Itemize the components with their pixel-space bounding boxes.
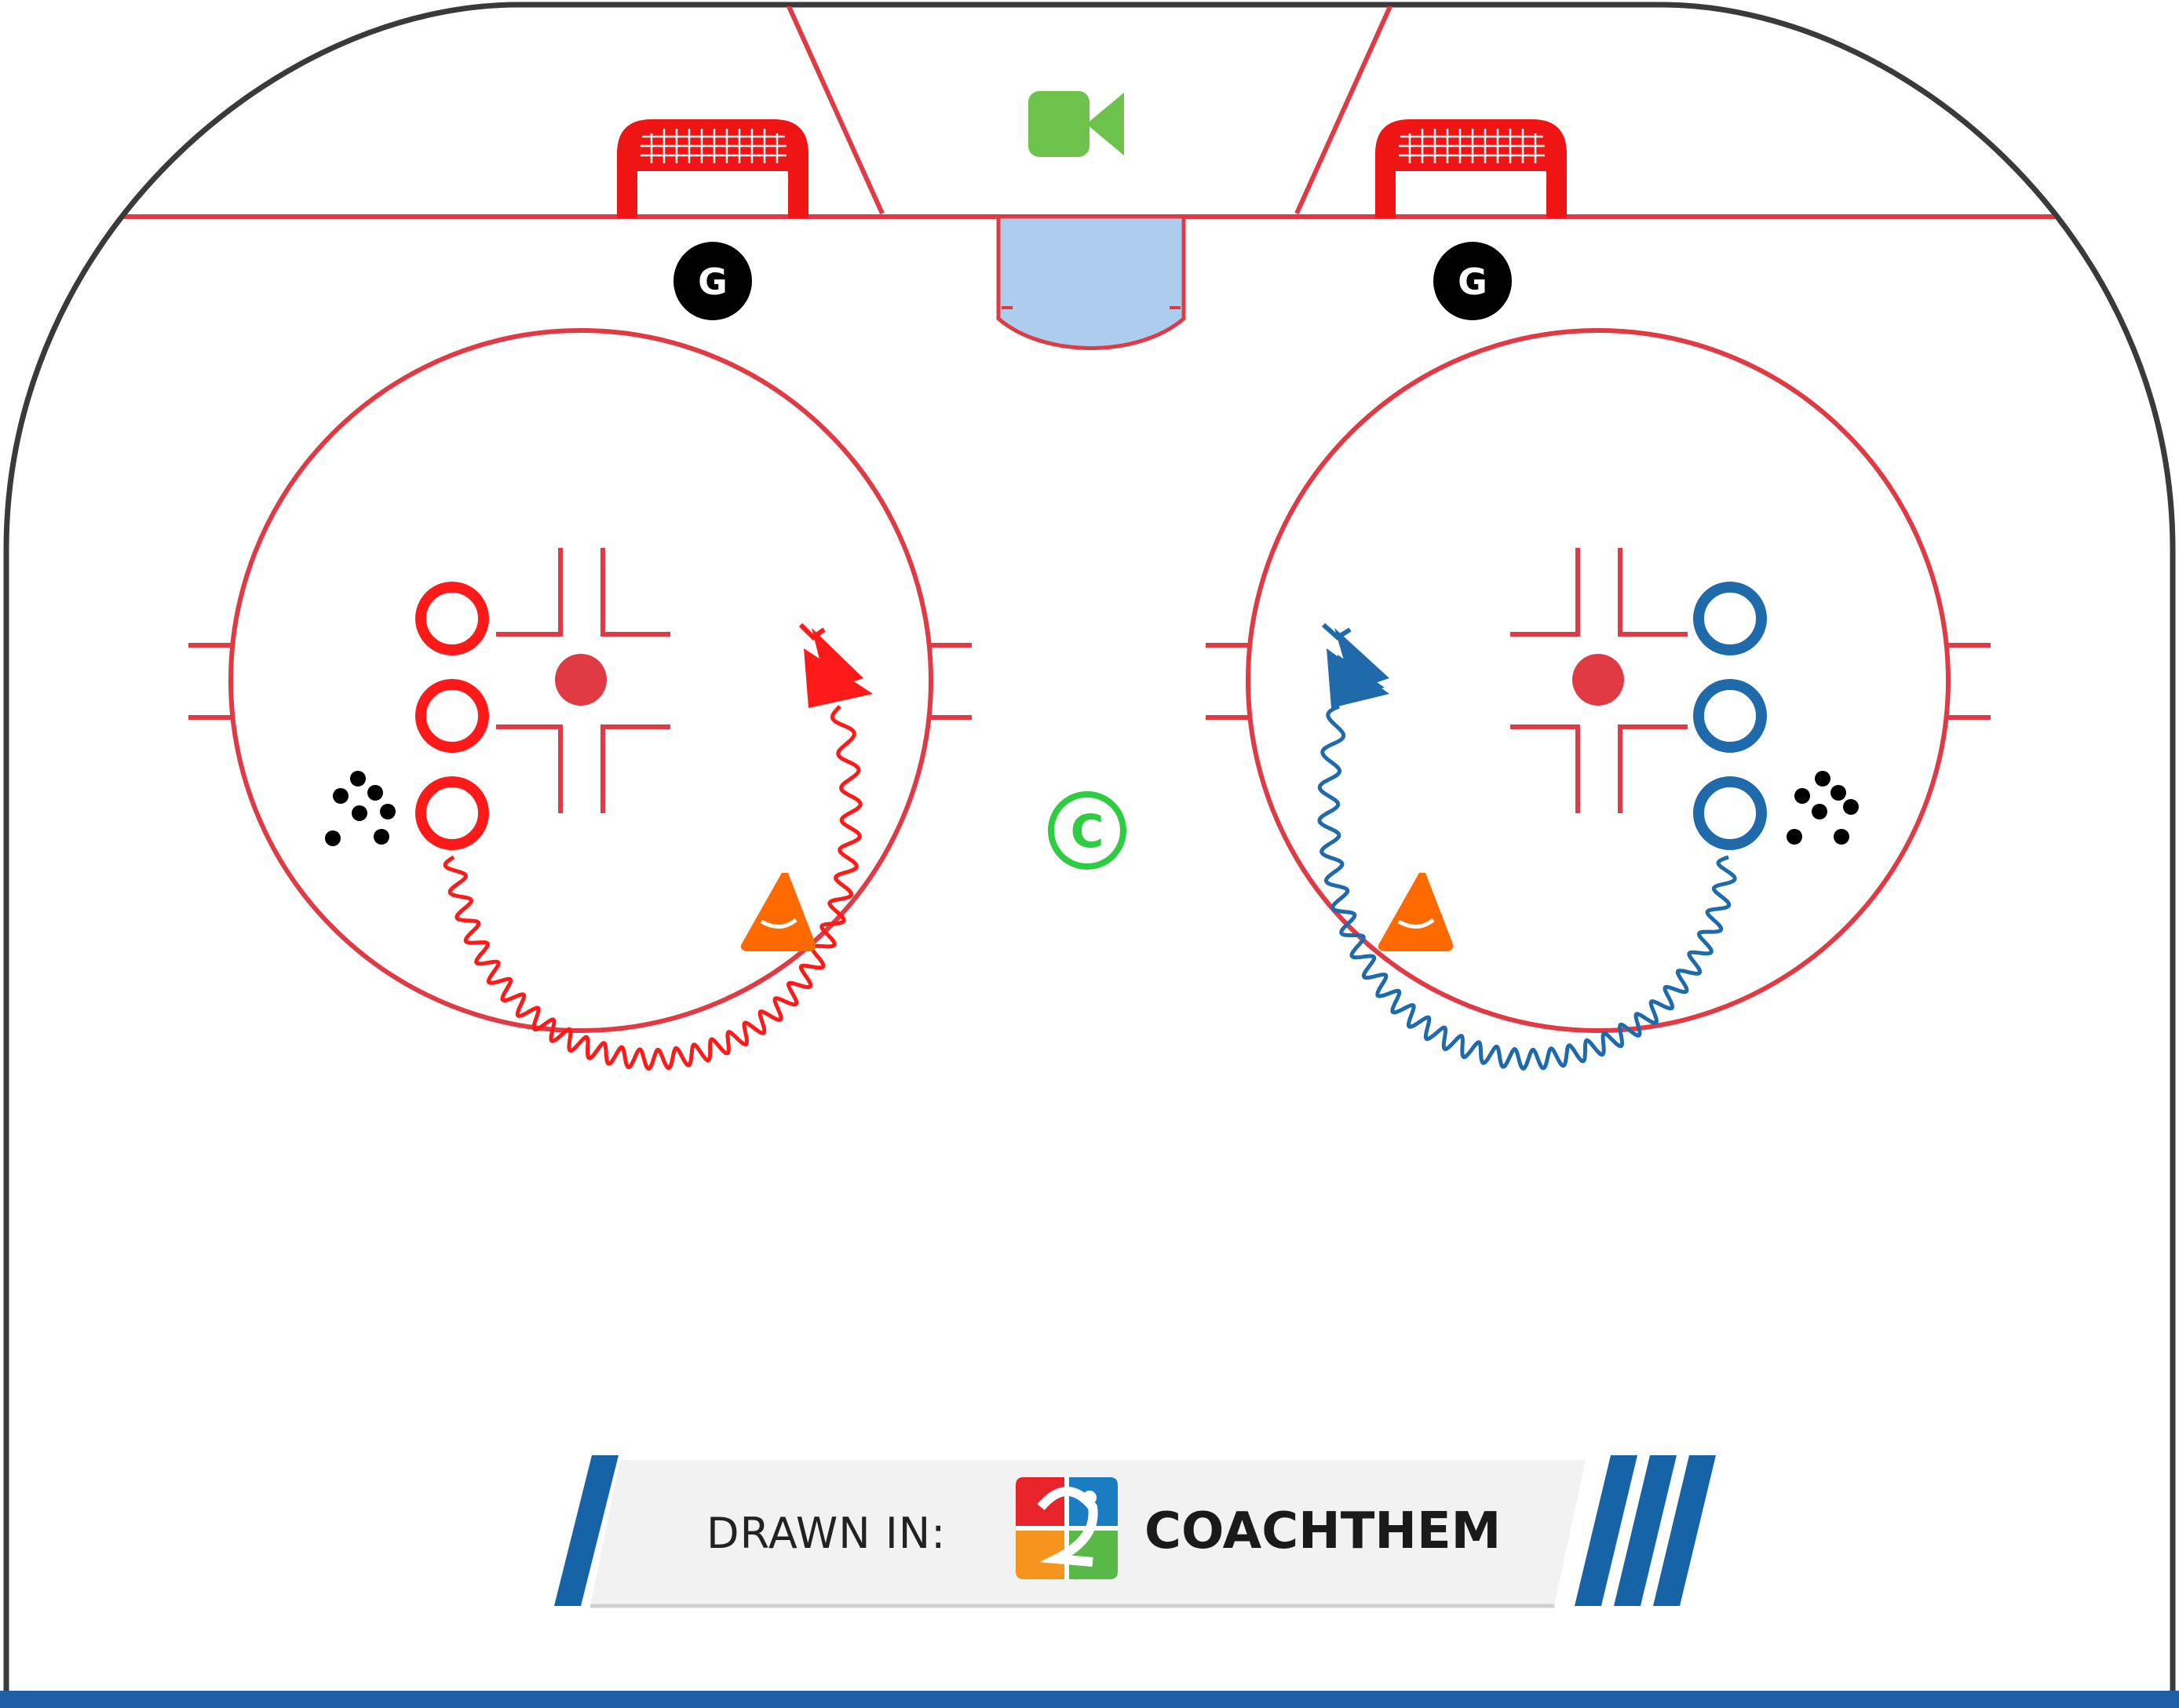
svg-text:G: G [698, 261, 728, 303]
banner-stripe-left [554, 1455, 619, 1606]
svg-text:C: C [1071, 805, 1104, 858]
angled-line-right [1294, 6, 1393, 215]
player-ring-red-2 [415, 679, 489, 753]
puck-pile-right [1787, 771, 1859, 845]
banner-drawn-in-text: DRAWN IN: [706, 1509, 946, 1558]
cone-right [1378, 873, 1453, 951]
banner-brand-text: COACHTHEM [1144, 1502, 1501, 1560]
angled-line-left [786, 6, 885, 215]
hockey-net-right [1375, 119, 1567, 218]
video-camera-icon [1028, 91, 1124, 157]
faceoff-dot-left [555, 654, 607, 706]
skating-path-blue [1317, 704, 1737, 1071]
banner-stripe-right-3 [1653, 1455, 1716, 1606]
skating-arrow-blue [1322, 622, 1389, 708]
bottom-bar [0, 1691, 2179, 1708]
player-ring-red-1 [415, 582, 489, 655]
faceoff-circle-left [188, 328, 972, 1033]
coachthem-logo-icon [1016, 1477, 1118, 1579]
faceoff-dot-right [1572, 654, 1624, 706]
puck-pile-left [325, 771, 396, 846]
skating-path-red [443, 705, 863, 1071]
skating-arrow-red [798, 622, 873, 708]
player-ring-red-3 [415, 776, 489, 850]
player-ring-blue-2 [1693, 679, 1767, 753]
drawn-in-banner: DRAWN IN: COACHTHEM [554, 1455, 1716, 1608]
coach-marker-icon: C [1048, 791, 1126, 870]
player-ring-blue-3 [1693, 776, 1767, 850]
banner-stripe-right-2 [1614, 1455, 1677, 1606]
goal-crease [996, 214, 1186, 350]
svg-text:G: G [1458, 261, 1487, 303]
player-ring-blue-1 [1693, 582, 1767, 655]
faceoff-circle-right [1206, 328, 1991, 1033]
banner-stripe-right-1 [1575, 1455, 1637, 1606]
goalie-marker-left: G [673, 242, 752, 320]
goalie-marker-right: G [1433, 242, 1512, 320]
hockey-net-left [617, 119, 808, 218]
cone-left [740, 873, 816, 951]
